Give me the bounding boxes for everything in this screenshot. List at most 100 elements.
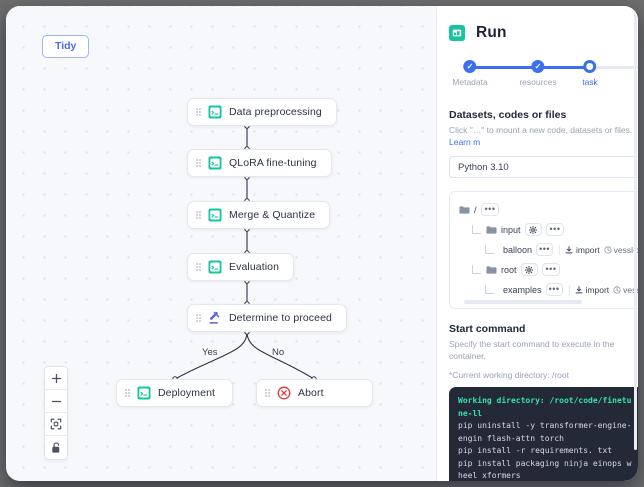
terminal-icon	[208, 156, 222, 170]
download-icon	[565, 245, 573, 253]
step-dot-done-icon: ✓	[531, 60, 545, 73]
folder-icon	[486, 225, 497, 234]
tree-connector	[485, 285, 494, 294]
tree-row[interactable]: root •••	[459, 261, 638, 278]
fit-view-button[interactable]	[45, 413, 67, 436]
drag-handle-icon[interactable]	[265, 387, 270, 399]
stepper: ✓ Metadata ✓ resources task vari	[449, 59, 638, 93]
terminal-working-directory: Working directory: /root/code/finetune-l…	[458, 396, 632, 418]
tree-more-button[interactable]: •••	[536, 243, 554, 256]
tree-settings-button[interactable]	[520, 263, 538, 276]
folder-icon	[486, 265, 497, 274]
fit-view-icon	[50, 418, 62, 430]
start-command-editor[interactable]: Working directory: /root/code/finetune-l…	[449, 387, 638, 481]
abort-icon	[277, 386, 291, 400]
drag-handle-icon[interactable]	[196, 157, 201, 169]
drag-handle-icon[interactable]	[196, 106, 201, 118]
image-input[interactable]: Python 3.10	[449, 156, 638, 178]
file-tree[interactable]: / ••• input •••	[449, 191, 638, 309]
tree-horizontal-scrollbar[interactable]	[464, 300, 582, 304]
node-deployment[interactable]: Deployment	[116, 379, 233, 407]
gear-icon	[525, 265, 534, 274]
step-label: task	[582, 77, 598, 87]
datasets-section-subtitle: Click "…" to mount a new code, datasets …	[449, 124, 638, 148]
source-label: vessl-	[623, 284, 638, 295]
node-abort[interactable]: Abort	[256, 379, 373, 407]
tree-row[interactable]: examples ••• import vessl-	[459, 281, 638, 298]
zoom-in-button[interactable]	[45, 367, 67, 390]
tree-more-button[interactable]: •••	[545, 223, 565, 236]
step-label: resources	[519, 77, 557, 87]
panel-header: Run	[449, 24, 638, 42]
terminal-icon	[208, 260, 222, 274]
drag-handle-icon[interactable]	[196, 209, 201, 221]
node-label: QLoRA fine-tuning	[229, 157, 317, 169]
tree-connector	[485, 245, 494, 254]
tree-connector	[472, 265, 481, 274]
tree-settings-button[interactable]	[524, 223, 542, 236]
learn-more-link[interactable]: Learn m	[449, 137, 481, 147]
node-label: Determine to proceed	[229, 312, 332, 324]
drag-handle-icon[interactable]	[196, 261, 201, 273]
node-merge-quantize[interactable]: Merge & Quantize	[187, 201, 331, 229]
drag-handle-icon[interactable]	[196, 312, 201, 324]
tree-more-button[interactable]: •••	[541, 263, 561, 276]
step-resources[interactable]: ✓ resources	[519, 59, 557, 87]
run-icon	[449, 25, 465, 41]
edge-label-yes: Yes	[202, 347, 218, 358]
plus-icon	[51, 373, 61, 383]
flow-canvas[interactable]: Tidy Yes No	[6, 6, 436, 481]
tree-item-name: root	[501, 264, 517, 275]
source-tag: vessl-da	[604, 245, 638, 255]
node-evaluation[interactable]: Evaluation	[187, 253, 295, 281]
node-label: Data preprocessing	[229, 106, 322, 118]
step-dot-done-icon: ✓	[463, 60, 477, 73]
step-label: Metadata	[452, 77, 488, 87]
source-label: vessl-da	[613, 244, 638, 255]
import-tag[interactable]: import	[559, 244, 600, 255]
zoom-out-button[interactable]	[45, 390, 67, 413]
decision-icon	[209, 311, 220, 324]
tree-row[interactable]: balloon ••• import vessl-da	[459, 241, 638, 258]
datasets-section-title: Datasets, codes or files	[449, 109, 567, 121]
canvas-controls	[44, 366, 68, 460]
node-label: Merge & Quantize	[229, 209, 316, 221]
node-data-preprocessing[interactable]: Data preprocessing	[187, 98, 337, 126]
check-icon: ✓	[534, 61, 542, 71]
lock-button[interactable]	[45, 436, 67, 459]
stepper-progress	[470, 66, 590, 69]
flow-edges	[172, 123, 317, 382]
download-icon	[575, 285, 583, 293]
import-label: import	[576, 244, 600, 255]
source-tag: vessl-	[613, 285, 638, 295]
tree-more-button[interactable]: •••	[480, 203, 500, 216]
tree-more-button[interactable]: •••	[545, 283, 563, 296]
start-command-title: Start command	[449, 323, 526, 335]
import-label: import	[585, 284, 610, 295]
panel-scrollbar[interactable]	[634, 10, 637, 450]
tree-row[interactable]: input •••	[459, 221, 638, 238]
import-tag[interactable]: import	[568, 284, 610, 295]
datasets-subtitle-text: Click "…" to mount a new code, datasets …	[449, 125, 633, 135]
cwd-note: *Current working directory: /root	[449, 370, 569, 380]
node-label: Evaluation	[229, 261, 280, 273]
clock-icon	[613, 285, 621, 294]
clock-icon	[604, 245, 612, 254]
run-panel: Run ✓ Metadata ✓ resources task	[436, 6, 638, 481]
tidy-button[interactable]: Tidy	[42, 35, 90, 58]
tree-row[interactable]: / •••	[459, 201, 638, 218]
step-task[interactable]: task	[582, 59, 598, 87]
node-qlora-fine-tuning[interactable]: QLoRA fine-tuning	[187, 149, 332, 177]
tree-item-name: input	[501, 224, 521, 235]
drag-handle-icon[interactable]	[125, 387, 130, 399]
check-icon: ✓	[466, 61, 474, 71]
terminal-body: pip uninstall -y transformer-engine-engi…	[458, 421, 632, 480]
step-metadata[interactable]: ✓ Metadata	[452, 59, 488, 87]
tree-item-name: examples	[503, 284, 542, 295]
tree-connector	[472, 225, 481, 234]
minus-icon	[51, 400, 61, 402]
terminal-icon	[208, 208, 222, 222]
step-dot-current-icon	[583, 60, 597, 73]
terminal-icon	[208, 105, 222, 119]
node-determine-to-proceed[interactable]: Determine to proceed	[187, 304, 347, 332]
